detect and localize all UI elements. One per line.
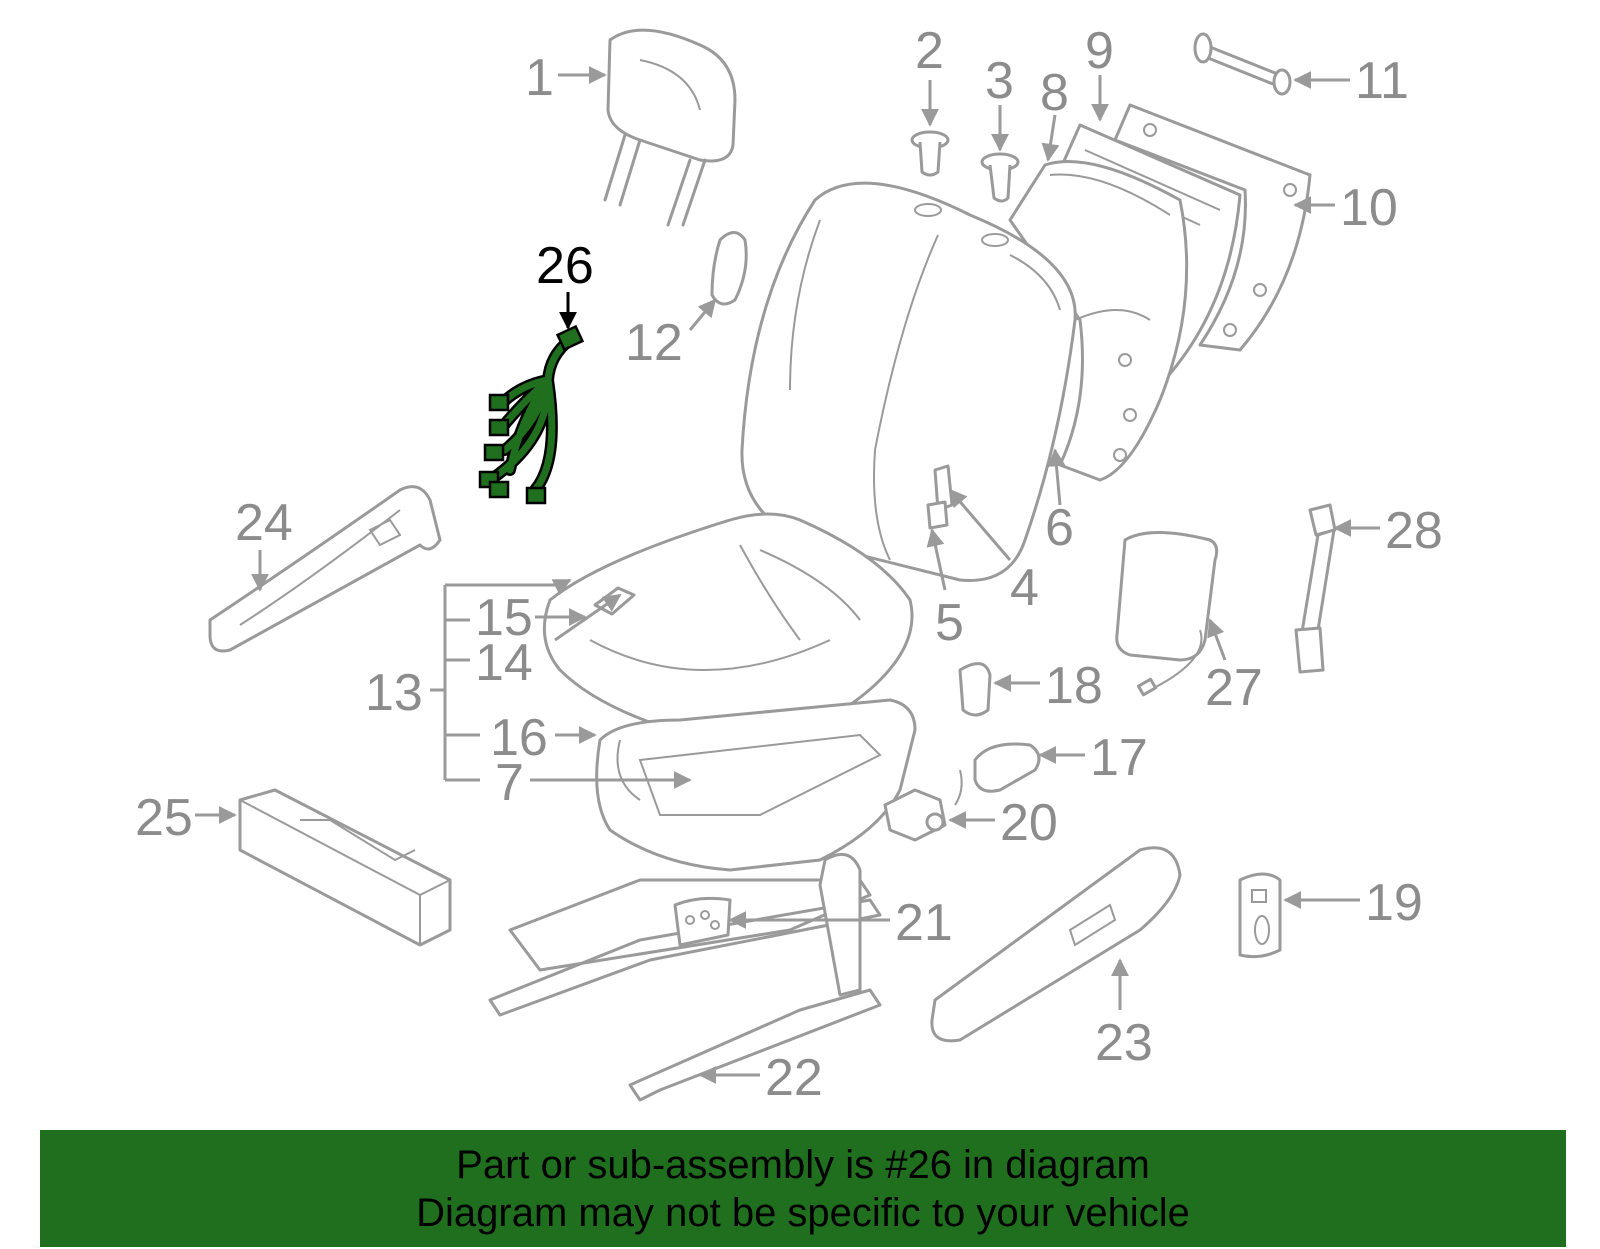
headrest-part — [603, 28, 737, 227]
banner-line-1: Part or sub-assembly is #26 in diagram — [456, 1142, 1150, 1187]
banner-line-2: Diagram may not be specific to your vehi… — [416, 1190, 1190, 1235]
callout-23: 23 — [1095, 1014, 1153, 1072]
callout-8: 8 — [1040, 64, 1069, 122]
callout-24: 24 — [235, 494, 293, 552]
wire-harness-part — [478, 324, 585, 505]
side-shield-part — [930, 846, 1182, 1043]
switch-20-part — [883, 788, 947, 842]
callout-3: 3 — [985, 52, 1014, 110]
seat-frame-part — [595, 698, 917, 872]
callout-11: 11 — [1355, 52, 1409, 110]
callout-25: 25 — [135, 789, 193, 847]
trim-cover-part — [238, 788, 452, 947]
callout-leaders — [195, 66, 1380, 1084]
callout-6: 6 — [1045, 499, 1074, 557]
headrest-guide-part — [910, 130, 1020, 203]
callout-7: 7 — [495, 754, 524, 812]
info-banner: Part or sub-assembly is #26 in diagram D… — [40, 1130, 1566, 1247]
callout-18: 18 — [1045, 657, 1103, 715]
callout-26: 26 — [536, 237, 594, 295]
seatback-frame-part — [1008, 103, 1312, 482]
callout-15: 15 — [475, 589, 533, 647]
callout-13: 13 — [365, 664, 423, 722]
rod-part — [1193, 32, 1292, 96]
callout-27: 27 — [1205, 659, 1263, 717]
callout-1: 1 — [525, 49, 554, 107]
switch-19-part — [1238, 872, 1282, 959]
callout-2: 2 — [915, 22, 944, 80]
seat-belt-buckle-part — [1294, 503, 1337, 674]
callout-labels: 1 2 3 8 9 10 11 12 6 4 5 28 27 18 17 20 … — [135, 22, 1443, 1107]
seat-track-part — [488, 852, 882, 1102]
callout-21: 21 — [895, 894, 953, 952]
callout-22: 22 — [765, 1049, 823, 1107]
seatback-cover-part — [740, 181, 1077, 582]
callout-12: 12 — [625, 314, 683, 372]
clip-part — [926, 464, 954, 530]
harness-wire-fill — [486, 336, 574, 494]
knob-18-part — [958, 662, 992, 717]
callout-4: 4 — [1010, 559, 1039, 617]
callout-10: 10 — [1340, 179, 1398, 237]
callout-14: 14 — [475, 634, 533, 692]
callout-9: 9 — [1085, 22, 1114, 80]
side-trim-part — [208, 485, 442, 653]
callout-5: 5 — [935, 594, 964, 652]
callout-19: 19 — [1365, 874, 1423, 932]
seat-parts-diagram: 1 2 3 8 9 10 11 12 6 4 5 28 27 18 17 20 … — [135, 22, 1443, 1107]
callout-20: 20 — [1000, 794, 1058, 852]
knob-part — [710, 231, 748, 306]
callout-16: 16 — [490, 709, 548, 767]
side-airbag-part — [1115, 531, 1219, 697]
callout-28: 28 — [1385, 502, 1443, 560]
callout-17: 17 — [1090, 729, 1148, 787]
